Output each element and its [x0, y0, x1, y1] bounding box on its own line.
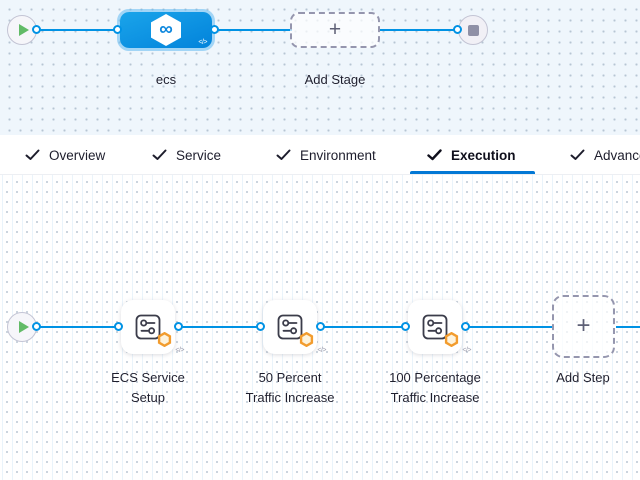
connector-port[interactable]	[316, 322, 325, 331]
tab-overview[interactable]: Overview	[25, 135, 106, 174]
add-step-label: Add Step	[556, 370, 610, 385]
connector-port[interactable]	[174, 322, 183, 331]
stage-config-tabbar: Overview Service Environment Execution A…	[0, 135, 640, 175]
active-tab-underline	[410, 171, 535, 174]
code-icon[interactable]: </>	[175, 347, 184, 354]
check-icon	[570, 149, 585, 160]
connector-port[interactable]	[32, 322, 41, 331]
connector-line	[616, 326, 640, 328]
check-icon	[25, 149, 40, 160]
connector-port[interactable]	[114, 322, 123, 331]
step-node-50-percent-traffic-increase[interactable]: </>	[263, 300, 326, 354]
step-sliders-icon	[422, 314, 448, 340]
add-stage-button[interactable]: +	[290, 12, 380, 48]
harness-deploy-icon: ∞	[151, 14, 181, 46]
code-icon[interactable]: </>	[462, 347, 471, 354]
stage-name-label: ecs	[155, 72, 177, 87]
plus-icon: +	[576, 311, 591, 339]
stage-node-ecs[interactable]: ∞ </>	[120, 12, 212, 48]
execution-canvas: </> </> </> +	[0, 175, 640, 480]
execution-start-node[interactable]	[7, 312, 37, 342]
step-sliders-icon	[277, 314, 303, 340]
step-label-line: Traffic Increase	[390, 390, 480, 405]
step-label-line: 50 Percent	[258, 370, 322, 385]
connector-port[interactable]	[113, 25, 122, 34]
tab-advanced[interactable]: Advanced	[570, 135, 640, 174]
add-stage-label: Add Stage	[304, 72, 366, 87]
step-label-line: Setup	[131, 390, 165, 405]
play-icon	[18, 321, 29, 333]
stop-icon	[467, 24, 479, 36]
aws-ecs-badge-icon	[299, 332, 314, 347]
tab-service[interactable]: Service	[152, 135, 222, 174]
aws-ecs-badge-icon	[157, 332, 172, 347]
step-label: ECS Service Setup	[83, 368, 213, 408]
tab-label: Service	[176, 147, 222, 163]
connector-line	[464, 326, 553, 328]
tab-label: Environment	[300, 147, 376, 163]
step-node-100-percentage-traffic-increase[interactable]: </>	[408, 300, 471, 354]
connector-port[interactable]	[256, 322, 265, 331]
connector-line	[319, 326, 410, 328]
connector-line	[175, 326, 265, 328]
aws-ecs-badge-icon	[444, 332, 459, 347]
plus-icon: +	[328, 17, 342, 41]
connector-port[interactable]	[453, 25, 462, 34]
check-icon	[276, 149, 291, 160]
pipeline-end-node[interactable]	[458, 15, 488, 45]
step-label: 50 Percent Traffic Increase	[225, 368, 355, 408]
code-icon[interactable]: </>	[317, 347, 326, 354]
step-label-line: 100 Percentage	[389, 370, 481, 385]
tab-label: Advanced	[594, 147, 640, 163]
add-step-button[interactable]: +	[552, 295, 615, 358]
step-label-line: Traffic Increase	[245, 390, 335, 405]
code-icon[interactable]: </>	[198, 39, 207, 46]
check-icon	[152, 149, 167, 160]
check-icon	[427, 149, 442, 161]
connector-line	[37, 29, 122, 31]
step-sliders-icon	[135, 314, 161, 340]
tab-environment[interactable]: Environment	[276, 135, 376, 174]
connector-line	[37, 326, 123, 328]
step-label: 100 Percentage Traffic Increase	[370, 368, 500, 408]
play-icon	[18, 24, 29, 36]
step-label-line: ECS Service	[111, 370, 185, 385]
tab-execution[interactable]: Execution	[427, 135, 516, 174]
connector-line	[378, 29, 460, 31]
tab-label: Overview	[49, 147, 106, 163]
infinity-icon: ∞	[159, 18, 173, 40]
tab-label: Execution	[451, 147, 516, 163]
stage-canvas: ∞ </> + ecs Add Stage	[0, 0, 640, 135]
connector-port[interactable]	[210, 25, 219, 34]
connector-port[interactable]	[461, 322, 470, 331]
connector-port[interactable]	[401, 322, 410, 331]
connector-port[interactable]	[32, 25, 41, 34]
step-node-ecs-service-setup[interactable]: </>	[121, 300, 184, 354]
connector-line	[212, 29, 292, 31]
